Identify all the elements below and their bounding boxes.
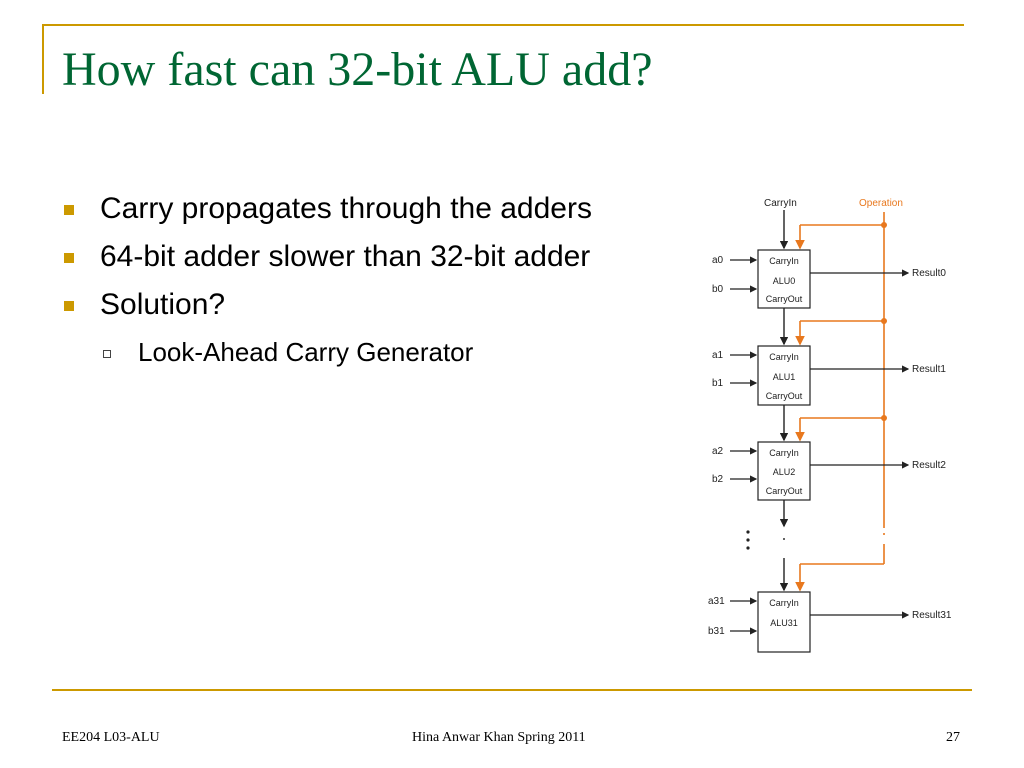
alu-carry-out-label: CarryOut [766,391,803,401]
input-a-label: a1 [712,350,724,361]
alu-carry-in-label: CarryIn [769,448,799,458]
ripple-carry-alu-diagram: CarryIn Operation CarryIn ALU0 CarryO [708,198,952,653]
footer-divider [52,689,972,691]
square-bullet-icon [64,253,74,263]
bullet-text: Solution? [100,288,226,321]
input-a-label: a2 [712,446,724,457]
sub-bullet-item: Look-Ahead Carry Generator [100,332,662,372]
alu-carry-in-label: CarryIn [769,256,799,266]
alu-carry-out-label: CarryOut [766,294,803,304]
frame-left-border [42,24,44,94]
operation-label: Operation [859,198,903,209]
alu-name: ALU0 [773,276,796,286]
sub-bullet-text: Look-Ahead Carry Generator [138,337,474,367]
input-b-label: b0 [712,284,724,295]
continuation-dots [746,530,750,550]
bullet-list: Carry propagates through the adders 64-b… [62,188,662,372]
input-a-label: a31 [708,596,725,607]
result-label: Result31 [912,610,952,621]
alu-carry-in-label: CarryIn [769,352,799,362]
square-bullet-icon [64,205,74,215]
result-label: Result2 [912,460,946,471]
bullet-item: Solution? [62,284,662,326]
footer-page-number: 27 [946,730,960,745]
alu-block-0: CarryIn ALU0 CarryOut a0 b0 Result0 [712,249,946,309]
alu-block-31: CarryIn ALU31 a31 b31 Result31 [708,591,952,653]
slide-title: How fast can 32-bit ALU add? [62,43,653,96]
alu-carry-in-label: CarryIn [769,598,799,608]
footer-course: EE204 L03-ALU [62,730,160,745]
input-b-label: b1 [712,378,724,389]
alu-name: ALU1 [773,372,796,382]
input-a-label: a0 [712,255,724,266]
frame-top-border [44,24,964,26]
alu-carry-out-label: CarryOut [766,486,803,496]
bullet-item: 64-bit adder slower than 32-bit adder [62,236,662,278]
alu-block-2: CarryIn ALU2 CarryOut a2 b2 Result2 [712,441,946,501]
bullet-item: Carry propagates through the adders [62,188,662,230]
footer-author: Hina Anwar Khan Spring 2011 [412,730,586,745]
input-b-label: b31 [708,626,725,637]
operation-bus [795,212,885,592]
input-b-label: b2 [712,474,724,485]
bus-junction-dots [881,222,887,421]
alu-block-1: CarryIn ALU1 CarryOut a1 b1 Result1 [712,345,946,406]
square-bullet-icon [64,301,74,311]
result-label: Result1 [912,364,946,375]
result-label: Result0 [912,268,946,279]
alu-name: ALU31 [770,618,798,628]
carry-in-label: CarryIn [764,198,797,209]
bullet-text: Carry propagates through the adders [100,192,592,225]
hollow-square-bullet-icon [103,350,111,358]
bullet-text: 64-bit adder slower than 32-bit adder [100,240,591,273]
alu-name: ALU2 [773,467,796,477]
